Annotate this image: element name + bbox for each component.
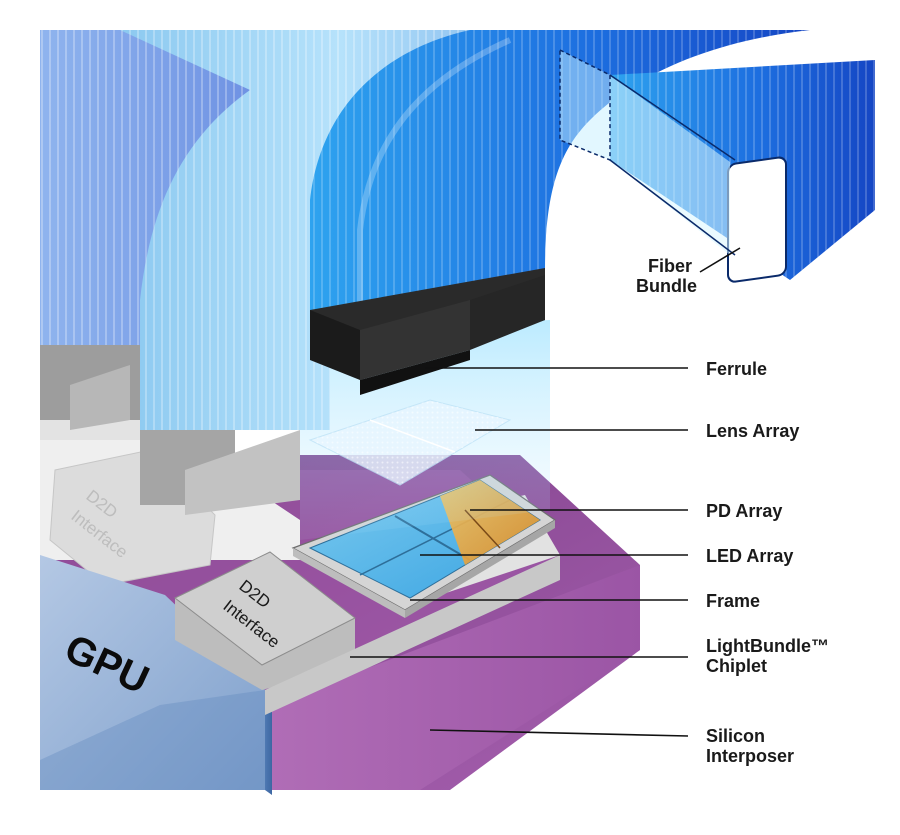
label-pd-array: PD Array xyxy=(706,501,782,521)
label-chiplet-line2: Chiplet xyxy=(706,656,767,676)
label-lens-array: Lens Array xyxy=(706,421,799,441)
ferrules-back xyxy=(40,345,300,515)
label-ferrule: Ferrule xyxy=(706,359,767,379)
d2d-interface-front: D2D Interface xyxy=(174,551,356,690)
label-interposer-line1: Silicon xyxy=(706,726,765,746)
fiber-bundle-section xyxy=(559,48,875,283)
label-interposer-line2: Interposer xyxy=(706,746,794,766)
label-led-array: LED Array xyxy=(706,546,793,566)
gpu-block: GPU xyxy=(40,555,272,795)
label-fiber-line2: Bundle xyxy=(636,276,697,296)
label-chiplet-line1: LightBundle™ xyxy=(706,636,829,656)
label-fiber-line1: Fiber xyxy=(648,256,692,276)
ferrule xyxy=(310,268,545,395)
lens-array xyxy=(308,399,512,486)
fiber-bundle-front xyxy=(310,30,810,330)
fiber-bundles-back xyxy=(40,30,560,430)
label-frame: Frame xyxy=(706,591,760,611)
leader-lines xyxy=(350,247,741,737)
